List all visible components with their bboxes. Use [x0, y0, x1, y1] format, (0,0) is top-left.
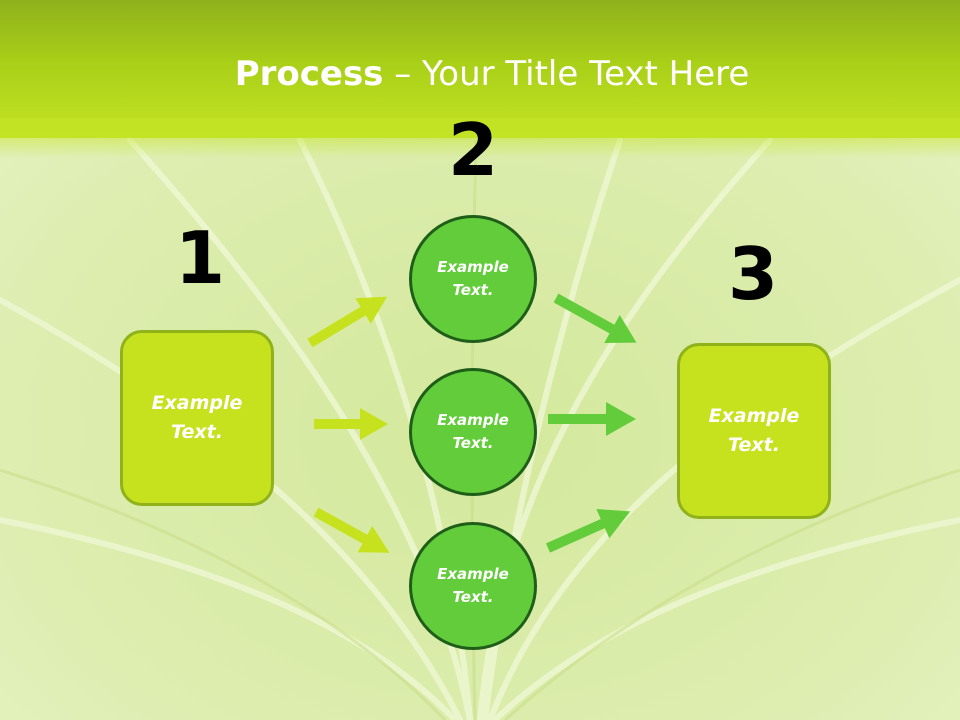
- step-number-2: 2: [447, 108, 499, 192]
- title-bold: Process: [234, 54, 384, 94]
- arrow-bottom-to-right: [545, 508, 631, 553]
- top-circle: Example Text.: [409, 215, 537, 343]
- bottom-circle: Example Text.: [409, 522, 537, 650]
- arrow-top-to-right: [553, 293, 637, 344]
- bottom-circle-text: Example Text.: [437, 565, 509, 606]
- arrow-left-to-bottom: [313, 507, 390, 553]
- left-process-box: Example Text.: [120, 330, 274, 506]
- middle-circle: Example Text.: [409, 368, 537, 496]
- title-rest: – Your Title Text Here: [383, 54, 750, 94]
- top-circle-text: Example Text.: [437, 258, 509, 299]
- arrow-left-to-middle: [314, 408, 388, 440]
- right-process-box: Example Text.: [677, 343, 831, 519]
- title-banner: [0, 0, 960, 138]
- title-banner-fade: [0, 118, 960, 158]
- right-box-text: Example Text.: [708, 405, 800, 456]
- arrow-left-to-top: [307, 296, 388, 348]
- slide-title: Process – Your Title Text Here: [0, 52, 960, 96]
- left-box-text: Example Text.: [151, 392, 243, 443]
- middle-circle-text: Example Text.: [437, 411, 509, 452]
- step-number-3: 3: [727, 232, 779, 316]
- step-number-1: 1: [174, 216, 226, 300]
- arrow-middle-to-right: [548, 402, 636, 436]
